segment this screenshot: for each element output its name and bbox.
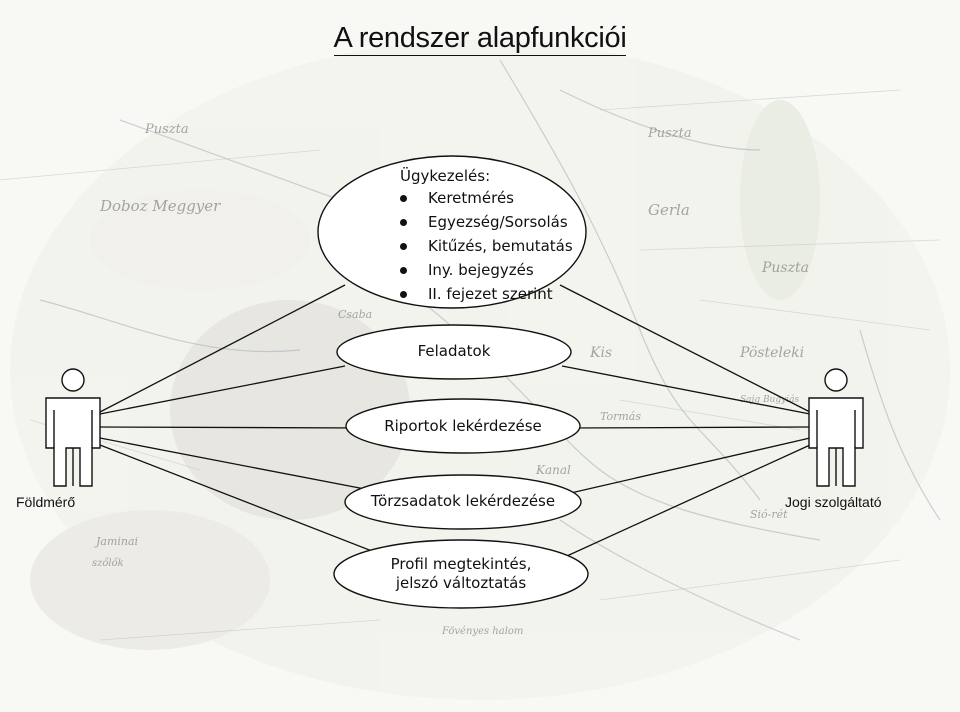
- usecase-feladatok-label: Feladatok: [417, 342, 491, 360]
- list-item: Kitűzés, bemutatás: [400, 234, 573, 258]
- svg-text:Kanal: Kanal: [535, 463, 571, 477]
- usecase-riportok: [345, 398, 581, 454]
- actor-jogi-szolgaltato-icon: [808, 368, 864, 487]
- ugykezeles-heading: Ügykezelés:: [400, 167, 491, 185]
- association-line: [561, 437, 811, 496]
- usecase-torzsadatok: [344, 474, 582, 530]
- svg-text:Kis: Kis: [589, 345, 612, 361]
- association-line: [559, 284, 811, 413]
- svg-text:Puszta: Puszta: [647, 126, 692, 141]
- association-line: [99, 365, 346, 415]
- svg-text:Jaminai: Jaminai: [94, 535, 138, 548]
- association-line: [567, 426, 811, 429]
- svg-text:Pösteleki: Pösteleki: [739, 345, 804, 361]
- usecase-profil-label: Profil megtekintés, jelszó változtatás: [351, 555, 571, 593]
- usecase-torzsadatok-label: Törzsadatok lekérdezése: [370, 492, 556, 510]
- svg-text:Sajg Bugyiás: Sajg Bugyiás: [740, 394, 799, 405]
- svg-text:szőlők: szőlők: [92, 558, 124, 569]
- svg-text:Sió-rét: Sió-rét: [750, 508, 788, 521]
- association-line: [99, 426, 366, 429]
- usecase-feladatok: [336, 324, 572, 380]
- list-item: Iny. bejegyzés: [400, 258, 573, 282]
- association-line: [544, 444, 811, 567]
- actor-foldmero-label: Földmérő: [16, 494, 76, 510]
- list-item: Keretmérés: [400, 186, 573, 210]
- association-line: [99, 444, 401, 563]
- list-item: II. fejezet szerint: [400, 282, 573, 306]
- usecase-riportok-label: Riportok lekérdezése: [384, 417, 542, 435]
- svg-text:Puszta: Puszta: [761, 260, 809, 276]
- svg-text:Doboz Meggyer: Doboz Meggyer: [99, 197, 221, 215]
- ugykezeles-content: Ügykezelés: Keretmérés Egyezség/Sorsolás…: [400, 164, 573, 306]
- page-title: A rendszer alapfunkciói: [333, 22, 627, 56]
- usecase-profil-line1: Profil megtekintés,: [390, 555, 532, 573]
- svg-text:Csaba: Csaba: [338, 308, 372, 321]
- usecase-ugykezeles: [317, 155, 587, 309]
- svg-text:Tormás: Tormás: [600, 410, 641, 423]
- usecase-profil: [333, 539, 589, 609]
- svg-text:Gerla: Gerla: [648, 201, 690, 219]
- list-item: Egyezség/Sorsolás: [400, 210, 573, 234]
- map-label: Puszta: [144, 122, 189, 137]
- actor-jogi-szolgaltato-label: Jogi szolgáltató: [785, 494, 882, 510]
- usecase-profil-line2: jelszó változtatás: [395, 574, 527, 592]
- association-line: [561, 365, 811, 415]
- actor-foldmero-icon: [45, 368, 101, 487]
- association-line: [99, 437, 371, 491]
- svg-text:Fövényes halom: Fövényes halom: [441, 626, 523, 637]
- ugykezeles-list: Keretmérés Egyezség/Sorsolás Kitűzés, be…: [400, 186, 573, 306]
- association-line: [99, 284, 346, 413]
